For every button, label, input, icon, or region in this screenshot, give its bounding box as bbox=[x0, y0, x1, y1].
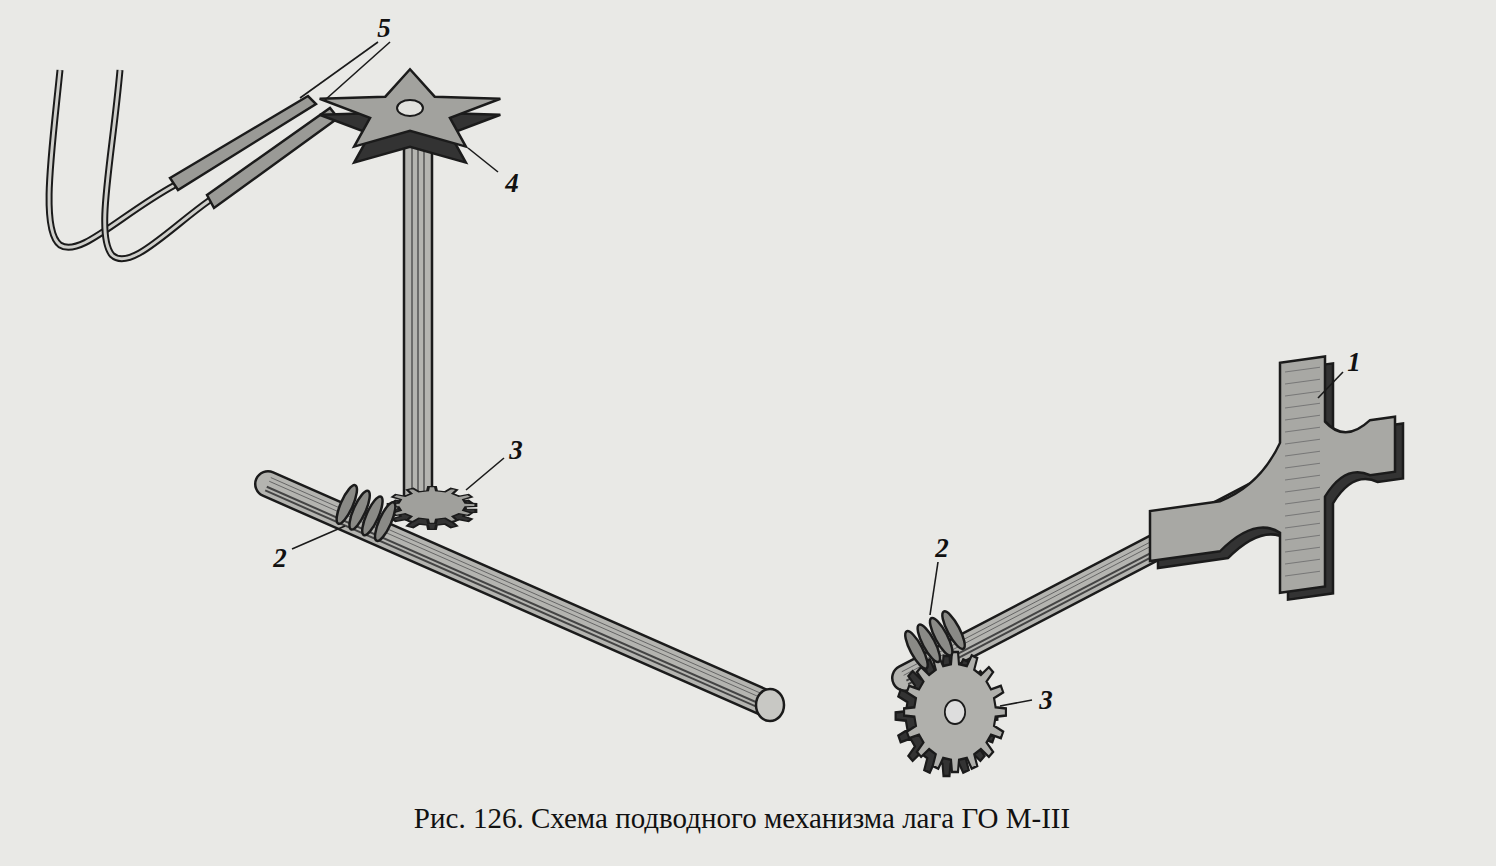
leader-line bbox=[300, 42, 378, 98]
leader-line bbox=[325, 42, 390, 100]
star-contact-plate bbox=[320, 69, 501, 162]
callout-number: 3 bbox=[1039, 685, 1053, 716]
leader-line bbox=[930, 562, 938, 615]
contact-springs bbox=[170, 96, 338, 208]
shaft-end bbox=[756, 689, 784, 721]
callout-number: 4 bbox=[505, 168, 519, 199]
leader-line bbox=[466, 458, 504, 490]
small-gear bbox=[388, 487, 476, 530]
cable-wires bbox=[49, 70, 210, 259]
leader-line bbox=[1318, 372, 1343, 398]
leader-lines bbox=[292, 42, 1343, 706]
leader-line bbox=[1000, 700, 1032, 706]
figure-caption: Рис. 126. Схема подводного механизма лаг… bbox=[414, 802, 1070, 835]
callout-number: 2 bbox=[935, 533, 949, 564]
long-shaft bbox=[265, 478, 773, 712]
callout-number: 1 bbox=[1347, 347, 1361, 378]
drive-gear bbox=[896, 652, 1006, 776]
callout-number: 5 bbox=[377, 13, 391, 44]
impeller-cross bbox=[1150, 346, 1403, 620]
leader-line bbox=[292, 526, 345, 549]
worm-screw bbox=[333, 483, 399, 543]
worm-screw bbox=[901, 609, 968, 671]
callout-number: 2 bbox=[273, 543, 287, 574]
leader-line bbox=[468, 148, 498, 172]
callout-number: 3 bbox=[509, 435, 523, 466]
vertical-shaft bbox=[404, 120, 432, 500]
